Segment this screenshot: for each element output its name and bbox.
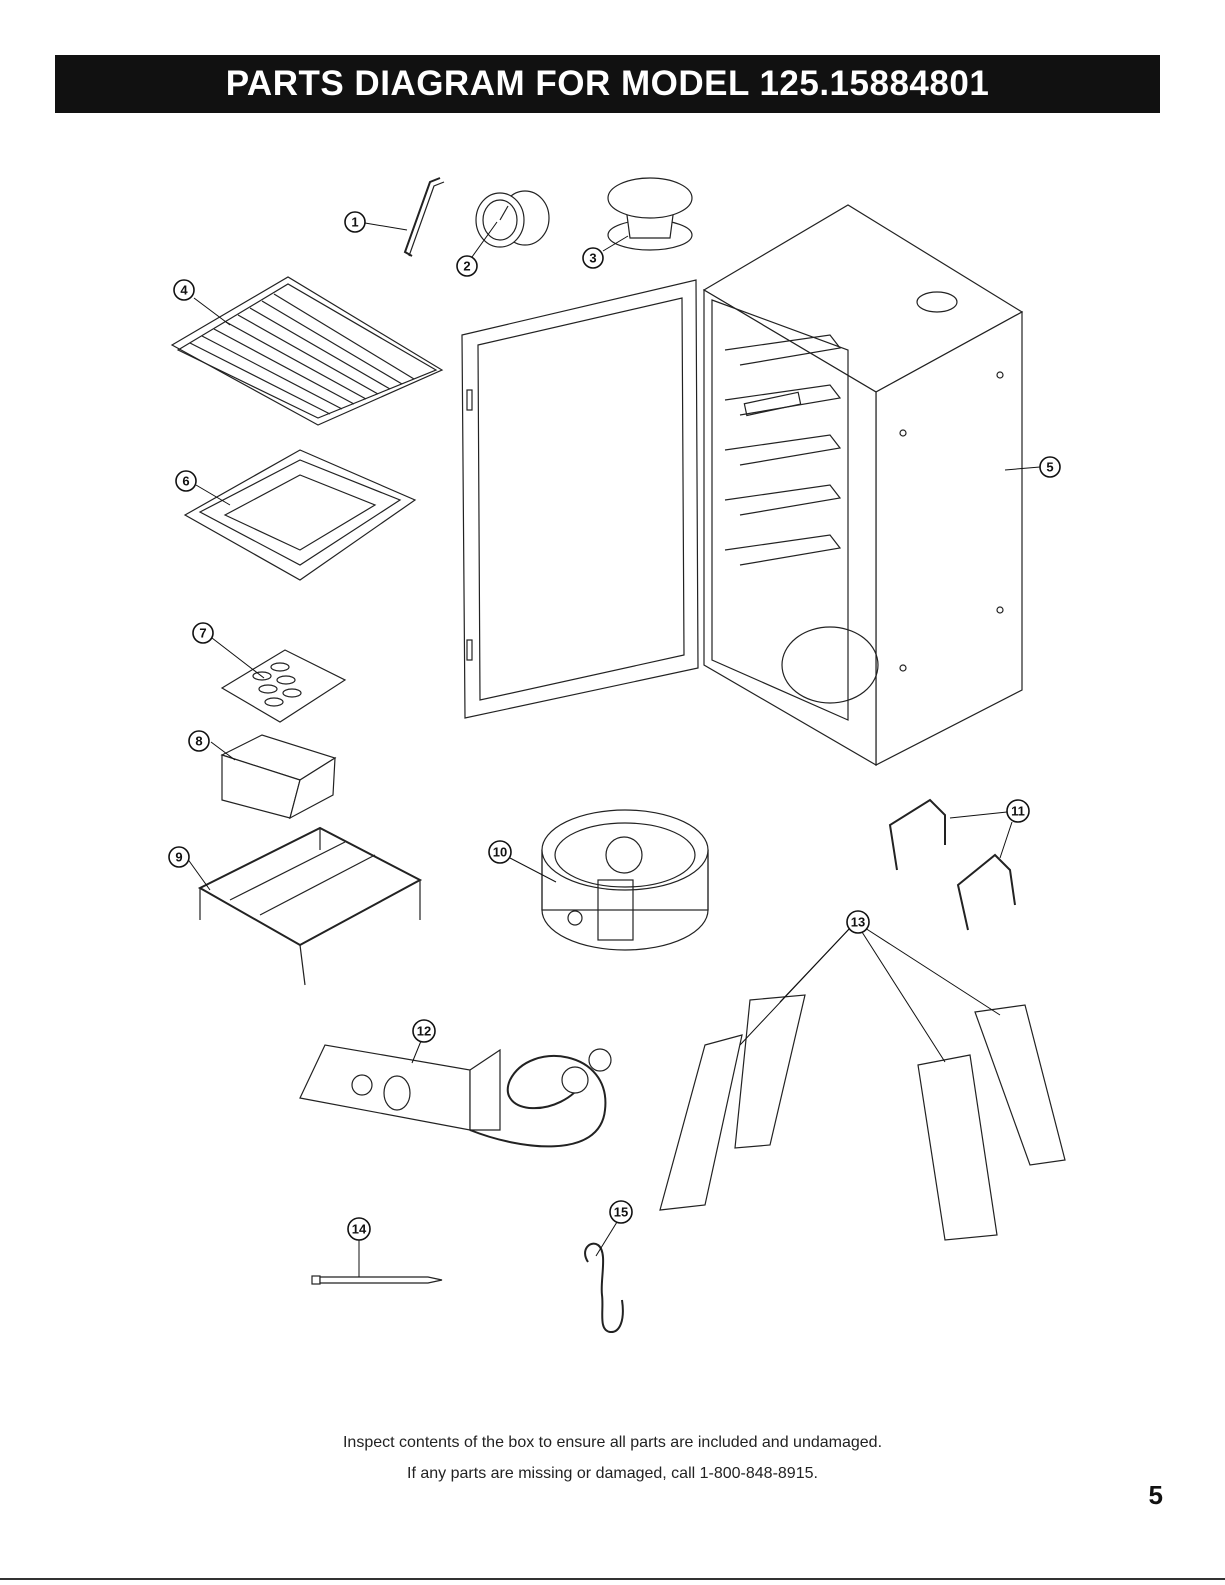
footer-contact: If any parts are missing or damaged, cal… [0,1465,1225,1483]
svg-text:1: 1 [351,215,358,230]
svg-text:7: 7 [199,626,206,641]
part-14-probe [312,1276,442,1284]
callout-8: 8 [189,731,209,751]
svg-text:5: 5 [1046,460,1053,475]
part-12-control-panel [300,1045,611,1146]
part-11-brackets [890,800,1015,930]
svg-text:8: 8 [195,734,202,749]
bottom-rule [0,1578,1225,1580]
callout-11: 11 [1007,800,1029,822]
svg-text:9: 9 [175,850,182,865]
footer-instruction: Inspect contents of the box to ensure al… [0,1434,1225,1452]
callout-13: 13 [847,911,869,933]
callout-3: 3 [583,248,603,268]
svg-text:11: 11 [1011,804,1025,819]
part-13-legs [660,995,1065,1240]
part-8-wood-chip-box [222,735,335,818]
svg-text:10: 10 [493,845,507,860]
part-4-cooking-grate [172,277,442,425]
svg-text:12: 12 [417,1024,431,1039]
svg-text:3: 3 [589,251,596,266]
page-number: 5 [1149,1480,1163,1511]
svg-text:15: 15 [614,1205,628,1220]
callout-7: 7 [193,623,213,643]
callout-1: 1 [345,212,365,232]
part-9-support-rack [200,828,420,985]
callout-10: 10 [489,841,511,863]
callout-6: 6 [176,471,196,491]
callout-14: 14 [348,1218,370,1240]
svg-text:14: 14 [352,1222,367,1237]
callout-9: 9 [169,847,189,867]
part-1-handle [405,178,444,256]
part-6-water-pan [185,450,415,580]
part-3-vent [608,178,692,250]
callout-15: 15 [610,1201,632,1223]
svg-text:2: 2 [463,259,470,274]
part-2-thermometer [476,191,549,247]
svg-text:13: 13 [851,915,865,930]
part-5-cabinet [462,205,1022,765]
callout-4: 4 [174,280,194,300]
part-7-deflector-plate [222,650,345,722]
svg-text:4: 4 [180,283,188,298]
callout-2: 2 [457,256,477,276]
svg-text:6: 6 [182,474,189,489]
callout-5: 5 [1040,457,1060,477]
part-10-burner [542,810,708,950]
callout-12: 12 [413,1020,435,1042]
part-15-s-hook [585,1244,623,1332]
